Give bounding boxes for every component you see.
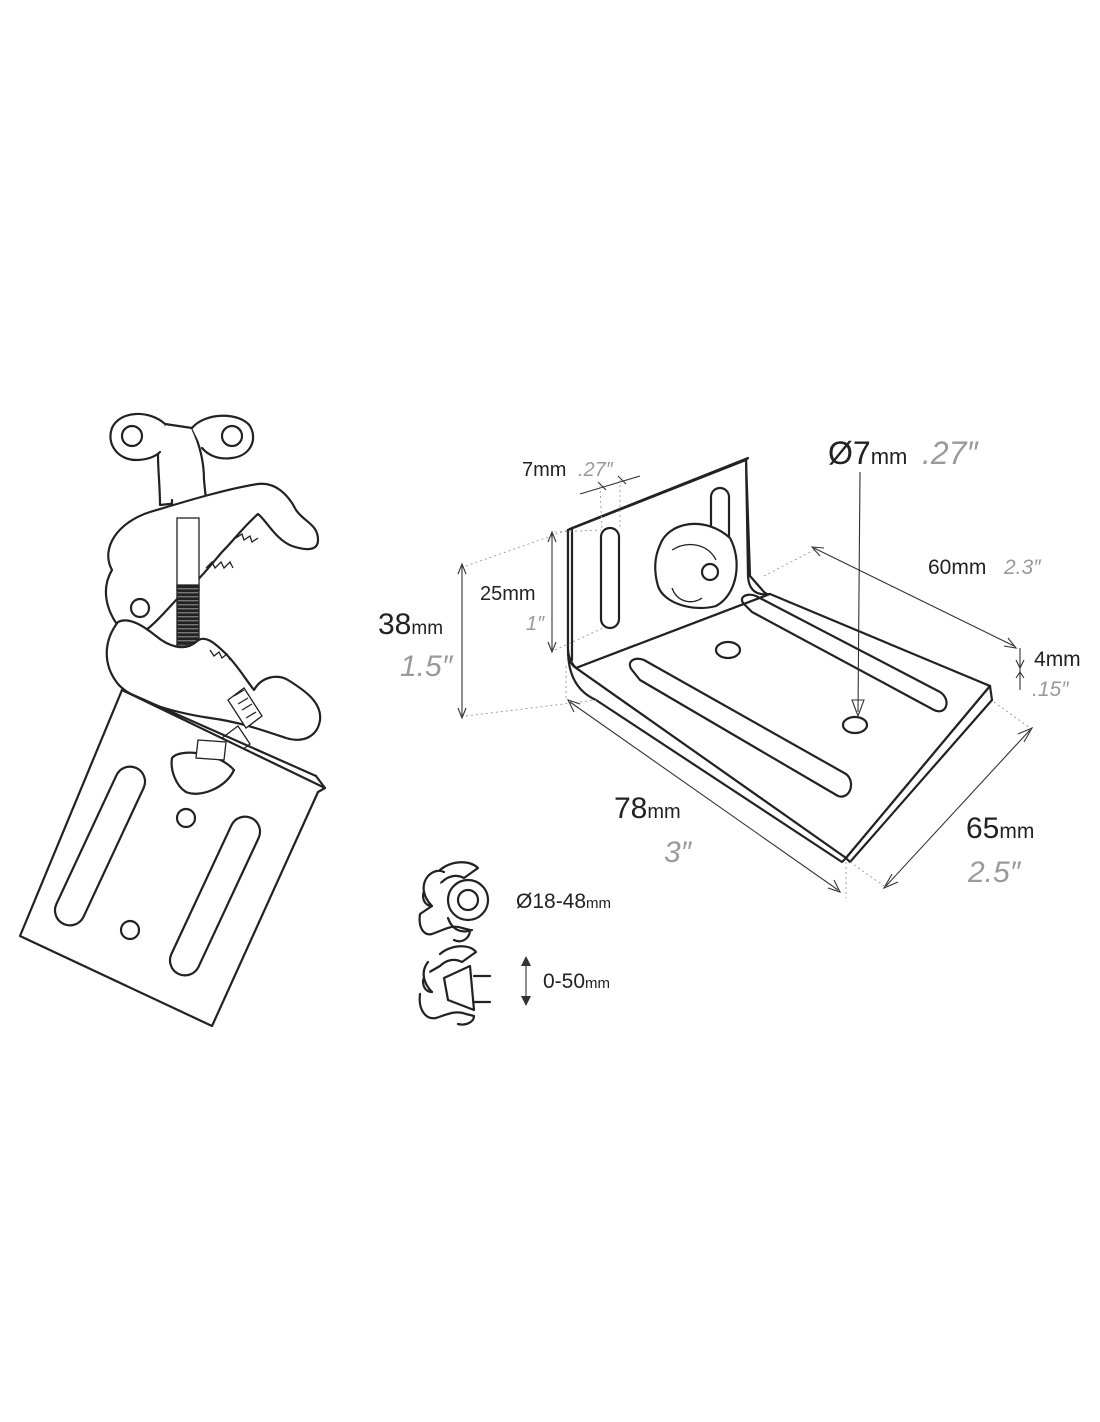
jaw-flat-icon	[418, 945, 492, 1026]
svg-text:Ø18-48mm: Ø18-48mm	[516, 890, 611, 913]
dim-slot-length-metric: 25	[480, 583, 502, 605]
svg-text:Ø7mm: Ø7mm	[828, 435, 907, 471]
dim-hole-diameter: Ø7mm .27″	[828, 435, 979, 471]
dim-length-imperial: 3″	[664, 836, 693, 869]
range-flat-unit: mm	[585, 975, 610, 992]
bracket-plate	[18, 688, 327, 1028]
dim-hole-diameter-unit: mm	[871, 444, 908, 469]
dim-height-total-metric: 38	[378, 608, 411, 641]
svg-text:65mm: 65mm	[966, 812, 1034, 845]
svg-text:78mm: 78mm	[614, 792, 681, 825]
range-tube-metric: Ø18-48	[516, 890, 586, 913]
dim-depth-unit: mm	[999, 820, 1034, 843]
dim-thickness-imperial: .15″	[1032, 678, 1070, 701]
svg-text:38mm: 38mm	[378, 608, 443, 641]
dim-slot-width-unit: mm	[533, 459, 566, 481]
dim-thickness-metric: 4	[1034, 648, 1046, 671]
dim-thickness-unit: mm	[1046, 648, 1081, 671]
dim-hole-diameter-imperial: .27″	[922, 435, 979, 471]
dim-height-total: 38mm 1.5″	[378, 608, 454, 683]
range-tube-unit: mm	[586, 895, 611, 912]
dim-length: 78mm 3″	[614, 792, 693, 869]
svg-text:25mm: 25mm	[480, 583, 536, 605]
dim-slot-width-metric: 7	[522, 459, 533, 481]
dim-slot-length-unit: mm	[502, 583, 535, 605]
dim-length-unit: mm	[647, 801, 680, 823]
dim-depth-imperial: 2.5″	[967, 856, 1022, 889]
dim-base-slot-metric: 60	[928, 556, 951, 579]
svg-text:7mm: 7mm	[522, 459, 566, 481]
dim-depth: 65mm 2.5″	[966, 812, 1034, 889]
dim-height-total-unit: mm	[411, 618, 443, 639]
pivot-pin	[129, 597, 151, 619]
dimension-lines	[457, 471, 1034, 898]
clamp-range-flat: 0-50mm	[418, 945, 610, 1026]
clamp-assembly-illustration	[18, 412, 327, 1028]
dim-slot-width: 7mm .27″	[522, 459, 614, 481]
dim-slot-length-imperial: 1″	[526, 613, 545, 635]
dim-hole-diameter-metric: Ø7	[828, 435, 871, 471]
dim-base-slot: 60mm 2.3″	[928, 556, 1042, 579]
base-plate	[566, 592, 994, 864]
dim-slot-width-imperial: .27″	[578, 459, 614, 481]
dim-length-metric: 78	[614, 792, 647, 825]
double-arrow-icon	[521, 956, 531, 1006]
vertical-plate	[566, 456, 772, 670]
svg-text:60mm: 60mm	[928, 556, 986, 579]
dim-slot-length: 25mm 1″	[480, 583, 545, 635]
svg-text:0-50mm: 0-50mm	[543, 970, 610, 993]
dim-height-total-imperial: 1.5″	[400, 650, 454, 683]
clamp-range-tube: Ø18-48mm	[418, 861, 611, 943]
range-flat-metric: 0-50	[543, 970, 585, 993]
svg-text:4mm: 4mm	[1034, 648, 1081, 671]
l-bracket-illustration	[566, 456, 994, 864]
jaw-tube-icon	[418, 861, 490, 943]
dim-base-slot-unit: mm	[951, 556, 986, 579]
dim-depth-metric: 65	[966, 812, 999, 845]
dim-thickness: 4mm .15″	[1032, 648, 1081, 701]
dim-base-slot-imperial: 2.3″	[1003, 556, 1042, 579]
